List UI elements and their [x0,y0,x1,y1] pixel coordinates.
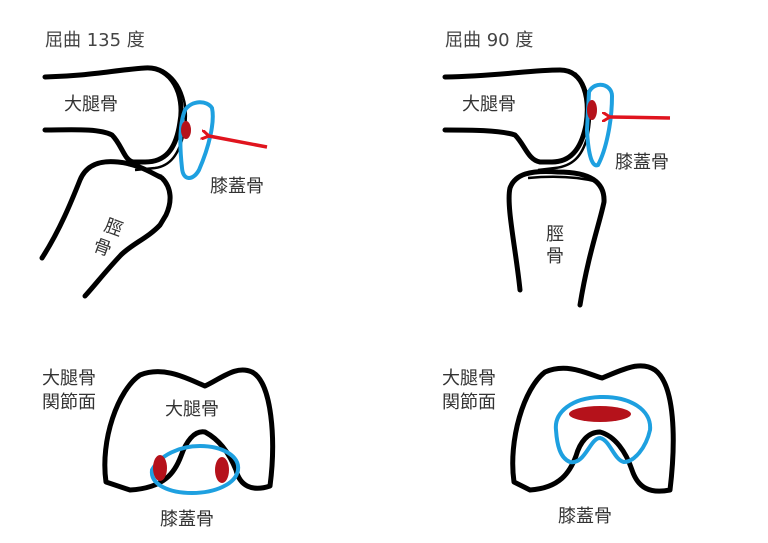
panel-flexion-135: 屈曲 135 度 大腿骨 膝蓋骨 脛 骨 [39,30,268,299]
contact-area-medial [153,455,167,481]
tibia-label: 脛 [546,224,564,245]
tibia-plateau [527,175,599,184]
tibia-outline [39,159,173,299]
patella-outline [178,100,215,180]
side-label-2: 関節面 [42,392,96,413]
panel-surface-left: 大腿骨 関節面 大腿骨 膝蓋骨 [42,367,276,530]
patella-outline [584,82,615,168]
femur-label: 大腿骨 [462,94,516,115]
side-label-2: 関節面 [442,392,496,413]
force-arrow [209,136,268,149]
panel-flexion-90: 屈曲 90 度 大腿骨 膝蓋骨 脛 骨 [442,30,671,308]
femur-outline [442,67,590,165]
patella-label: 膝蓋骨 [210,176,264,197]
contact-area-lateral [215,457,229,483]
side-label: 大腿骨 [42,368,96,389]
patella-label: 膝蓋骨 [558,506,612,527]
femur-condyle-outline [102,367,276,493]
panel-surface-right: 大腿骨 関節面 膝蓋骨 [442,363,676,527]
tibia-outline [506,169,607,308]
tibia-plateau [117,160,163,178]
femur-label: 大腿骨 [165,399,219,420]
contact-area [587,100,597,120]
panel-title: 屈曲 135 度 [45,30,145,51]
femur-outline [42,65,184,165]
patella-label: 膝蓋骨 [160,509,214,530]
tibia-label-2: 骨 [90,235,114,261]
contact-area [181,121,191,139]
force-arrow [610,117,671,118]
patella-label: 膝蓋骨 [615,152,669,173]
femur-label: 大腿骨 [64,94,118,115]
patella-outline [149,443,241,496]
side-label: 大腿骨 [442,368,496,389]
tibia-label-2: 骨 [546,246,564,267]
panel-title: 屈曲 90 度 [445,30,533,51]
contact-area [569,406,631,422]
femur-condyle-outline [510,363,676,494]
patella-outline [553,394,653,465]
